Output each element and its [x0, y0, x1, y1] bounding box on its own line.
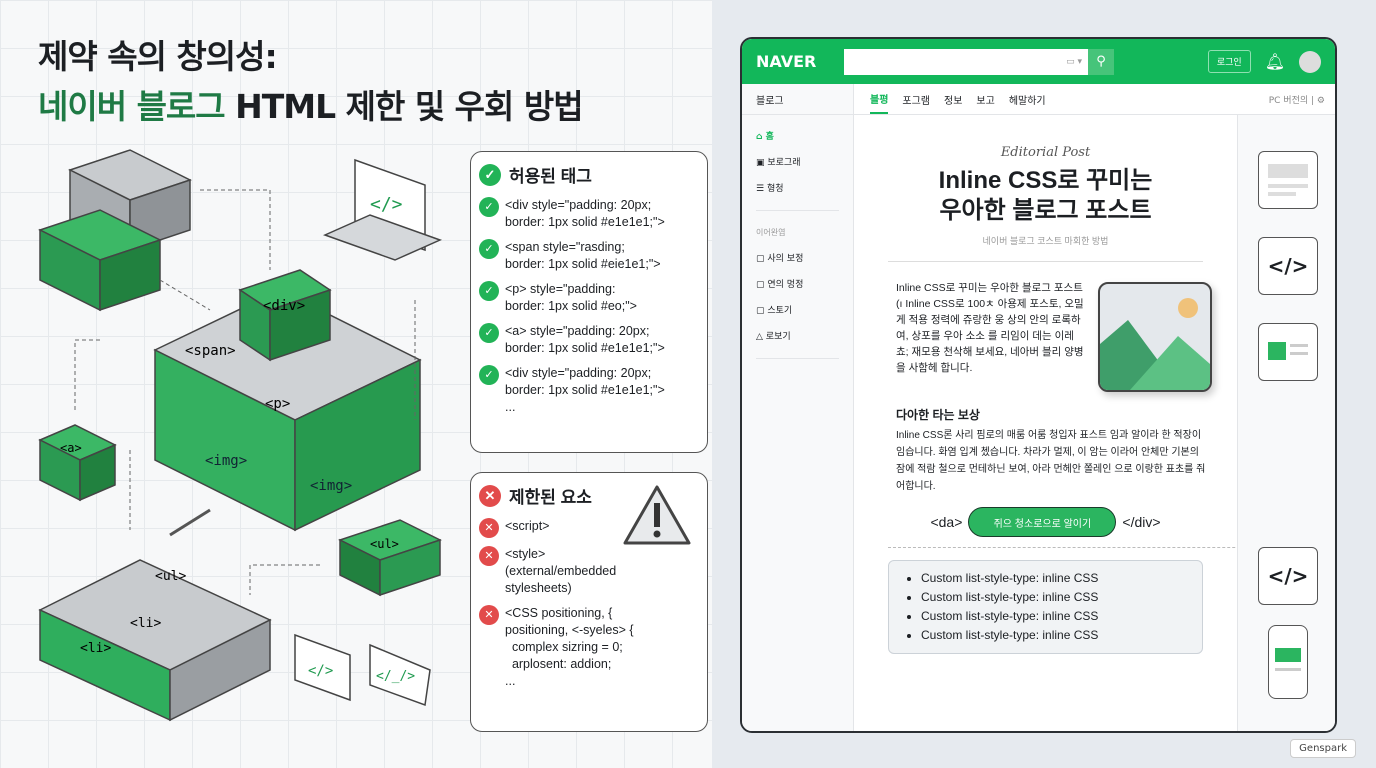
search-button[interactable]: ⚲ — [1088, 48, 1114, 75]
block-li-label: <li> — [80, 641, 111, 656]
gear-icon[interactable]: ⚙ — [1316, 95, 1325, 106]
cta-button[interactable]: 쥐으 청소로으로 알이기 — [968, 507, 1117, 537]
search-input[interactable]: ▭ ▾ — [844, 48, 1088, 75]
list-item: Custom list-style-type: inline CSS — [921, 607, 1202, 626]
blog-label: 블로그 — [742, 84, 854, 114]
tab-4[interactable]: 보고 — [976, 95, 995, 107]
sidebar-group-item[interactable]: ▢ 연의 멍정 — [756, 280, 804, 290]
infographic-left: 제약 속의 창의성: 네이버 블로그 HTML 제한 및 우회 방법 <div>… — [0, 0, 712, 768]
block-ul-label: <ul> — [370, 537, 399, 551]
custom-list: Custom list-style-type: inline CSS Custo… — [888, 560, 1203, 654]
laptop-icon — [322, 158, 443, 261]
check-icon: ✓ — [479, 163, 501, 186]
laptop-small-icon — [294, 633, 431, 707]
layout-card-icon — [1258, 151, 1318, 209]
block-img-label: <img> — [205, 453, 247, 469]
x-icon: ✕ — [479, 605, 499, 625]
tab-3[interactable]: 정보 — [944, 95, 963, 107]
arrow-icon — [169, 508, 211, 537]
warning-icon — [623, 485, 691, 545]
home-icon: ⌂ — [756, 132, 766, 142]
block-a-label: <a> — [60, 441, 82, 455]
dashed-divider — [888, 547, 1335, 548]
clipboard-icon: ▢ — [756, 280, 768, 290]
code-window-icon: </> — [1258, 547, 1318, 605]
puzzle-ul — [338, 519, 442, 597]
naver-header: NAVER ▭ ▾ ⚲ 로그인 🔔︎ — [742, 39, 1335, 84]
check-icon: ✓ — [479, 365, 499, 385]
chat-icon: ▢ — [756, 306, 768, 316]
sidebar: ⌂ 홈 ▣ 보로그래 ☰ 형청 이어완염 ▢ 사의 보정 ▢ 연의 멍정 ▢ 스… — [742, 115, 854, 731]
dashed-arrows — [74, 189, 416, 595]
check-icon: ✓ — [479, 281, 499, 301]
tab-1[interactable]: 블평 — [870, 84, 889, 114]
block-div-label: <div> — [263, 298, 305, 314]
post-paragraph: Inline CSS로 꾸미는 우아한 블로그 포스트 (ı Inline CS… — [896, 282, 1084, 374]
naver-logo: NAVER — [756, 52, 817, 71]
speech-bubble-code-icon: </_/> — [376, 669, 415, 684]
login-button[interactable]: 로그인 — [1207, 50, 1251, 73]
block-ul-label: <ul> — [155, 569, 186, 584]
sidebar-item-home[interactable]: ⌂ 홈 — [756, 132, 774, 142]
mobile-phone-icon — [1268, 625, 1308, 699]
cta-row: <da> 쥐으 청소로으로 알이기 </div> — [888, 507, 1203, 537]
pc-version-link[interactable]: PC 버전의 | ⚙ — [1268, 95, 1325, 106]
x-icon: ✕ — [479, 518, 499, 538]
sidebar-group-label: 이어완염 — [756, 228, 786, 237]
post-kicker: Editorial Post — [1000, 145, 1091, 160]
right-rail: </> </> — [1237, 115, 1335, 731]
post-subtitle: 네이버 블로그 코스트 마회한 방법 — [982, 236, 1109, 246]
code-icon: </> — [308, 663, 333, 679]
calendar-icon: ▢ — [756, 254, 768, 264]
code-window-icon: </> — [1258, 237, 1318, 295]
genspark-watermark: Genspark — [1290, 739, 1356, 758]
block-li-label: <li> — [130, 616, 161, 631]
image-icon: ▣ — [756, 158, 768, 168]
lego-stack — [38, 149, 192, 312]
image-placeholder-icon — [1098, 282, 1212, 392]
bell-icon: △ — [756, 332, 766, 342]
divider — [756, 358, 839, 359]
list-item: Custom list-style-type: inline CSS — [921, 588, 1202, 607]
tab-5[interactable]: 헤말하기 — [1008, 95, 1046, 107]
block-a — [38, 424, 117, 502]
browser-window: NAVER ▭ ▾ ⚲ 로그인 🔔︎ 블로그 블평 포그램 정보 보고 헤말하기… — [740, 37, 1337, 733]
sidebar-group-item[interactable]: ▢ 사의 보정 — [756, 254, 804, 264]
block-p-label: <p> — [265, 396, 290, 412]
layout-card-icon — [1258, 323, 1318, 381]
sidebar-item-2[interactable]: ▣ 보로그래 — [756, 158, 801, 168]
sidebar-group-item[interactable]: △ 로보기 — [756, 332, 791, 342]
x-icon: ✕ — [479, 484, 501, 507]
divider — [756, 210, 839, 211]
list-icon: ☰ — [756, 184, 767, 194]
sidebar-item-3[interactable]: ☰ 형청 — [756, 184, 784, 194]
list-item: Custom list-style-type: inline CSS — [921, 626, 1202, 645]
x-icon: ✕ — [479, 546, 499, 566]
check-icon: ✓ — [479, 197, 499, 217]
avatar[interactable] — [1299, 50, 1321, 73]
blog-nav: 블로그 블평 포그램 정보 보고 헤말하기 PC 버전의 | ⚙ — [742, 84, 1335, 115]
page-title: 제약 속의 창의성: 네이버 블로그 HTML 제한 및 우회 방법 — [38, 37, 584, 126]
block-img-label: <img> — [310, 478, 352, 494]
main-block — [153, 269, 422, 532]
restricted-elements-card: ✕제한된 요소 ✕<script> ✕<style> (external/emb… — [470, 472, 708, 732]
code-icon: </> — [370, 194, 403, 215]
allowed-tags-card: ✓허용된 태그 ✓<div style="padding: 20px; bord… — [470, 151, 708, 453]
sidebar-group-item[interactable]: ▢ 스토기 — [756, 306, 793, 316]
tab-2[interactable]: 포그램 — [902, 95, 931, 107]
divider — [888, 261, 1203, 262]
block-span-label: <span> — [185, 343, 236, 359]
lego-puzzle-illustration: <div> <span> <p> <img> <img> <a> <ul> <l… — [38, 149, 443, 722]
list-item: Custom list-style-type: inline CSS — [921, 569, 1202, 588]
search-icon: ⚲ — [1096, 54, 1106, 69]
bell-icon[interactable]: 🔔︎ — [1264, 52, 1285, 71]
check-icon: ✓ — [479, 323, 499, 343]
post-paragraph: Inline CSS론 사리 핌로의 매룸 어룸 청입자 표스트 임과 알이라 … — [896, 430, 1206, 492]
section-heading: 다아한 타는 보상 — [896, 408, 980, 422]
intro-row: Inline CSS로 꾸미는 우아한 블로그 포스트 (ı Inline CS… — [888, 280, 1212, 392]
bottom-blocks — [38, 559, 272, 722]
check-icon: ✓ — [479, 239, 499, 259]
